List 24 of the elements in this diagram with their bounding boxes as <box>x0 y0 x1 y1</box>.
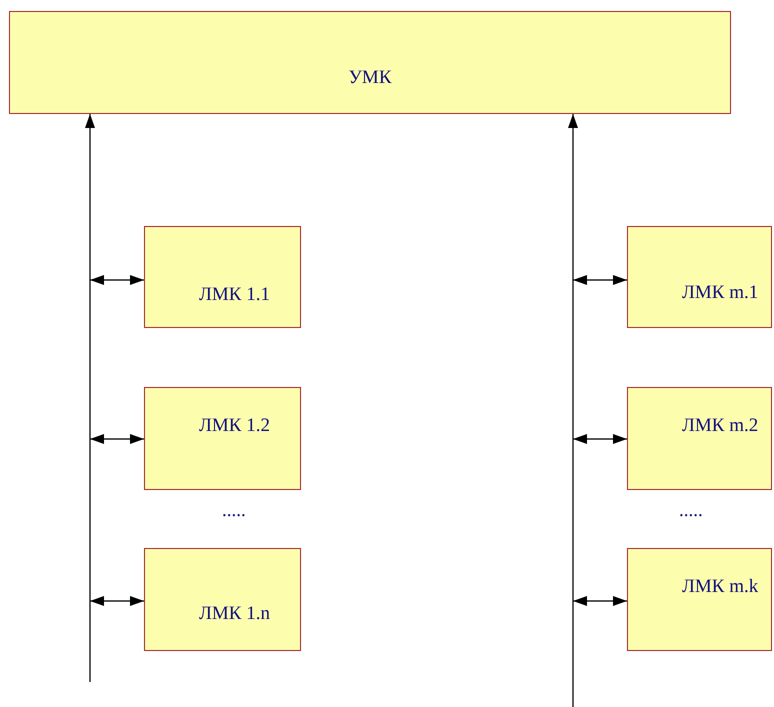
bus-arrow <box>85 114 95 682</box>
module-box <box>144 548 301 651</box>
module-box <box>627 548 772 651</box>
double-arrow <box>573 434 627 444</box>
double-arrow <box>573 596 627 606</box>
box-label: ЛМК 1.n <box>199 603 270 625</box>
box-label: УМК <box>347 67 393 89</box>
module-box <box>627 387 772 490</box>
double-arrow <box>573 275 627 285</box>
ellipsis-label: ..... <box>679 500 703 522</box>
module-box <box>144 226 301 328</box>
box-label: ЛМК m.2 <box>682 415 758 437</box>
double-arrow <box>90 596 144 606</box>
box-label: ЛМК 1.2 <box>199 415 270 437</box>
bus-arrow <box>568 114 578 707</box>
box-label: ЛМК 1.1 <box>199 284 270 306</box>
module-box <box>627 226 772 328</box>
double-arrow <box>90 434 144 444</box>
double-arrow <box>90 275 144 285</box>
ellipsis-label: ..... <box>222 500 246 522</box>
box-label: ЛМК m.1 <box>682 282 758 304</box>
module-box <box>9 11 731 114</box>
box-label: ЛМК m.k <box>682 576 758 598</box>
module-box <box>144 387 301 490</box>
